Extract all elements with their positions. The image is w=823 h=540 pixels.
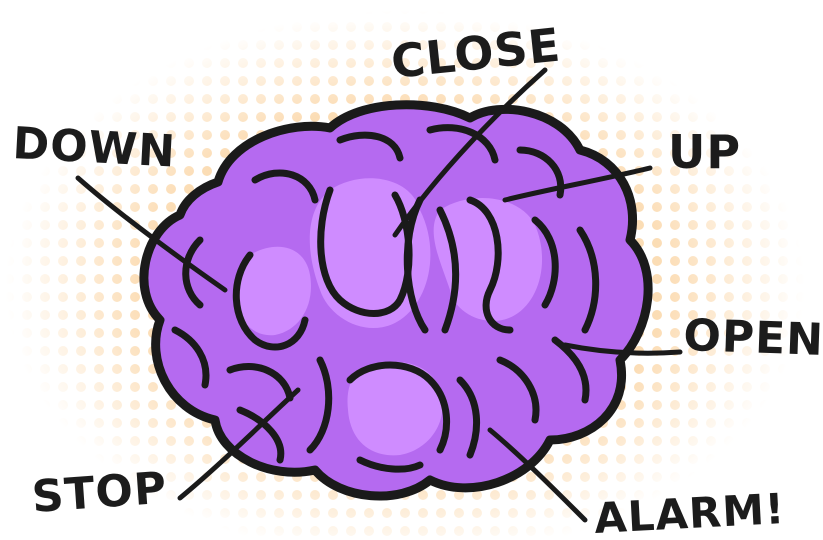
label-down: DOWN	[11, 118, 177, 177]
label-open: OPEN	[683, 310, 823, 366]
label-up: UP	[668, 125, 741, 179]
label-stop: STOP	[30, 463, 169, 523]
label-alarm: ALARM!	[593, 484, 786, 540]
